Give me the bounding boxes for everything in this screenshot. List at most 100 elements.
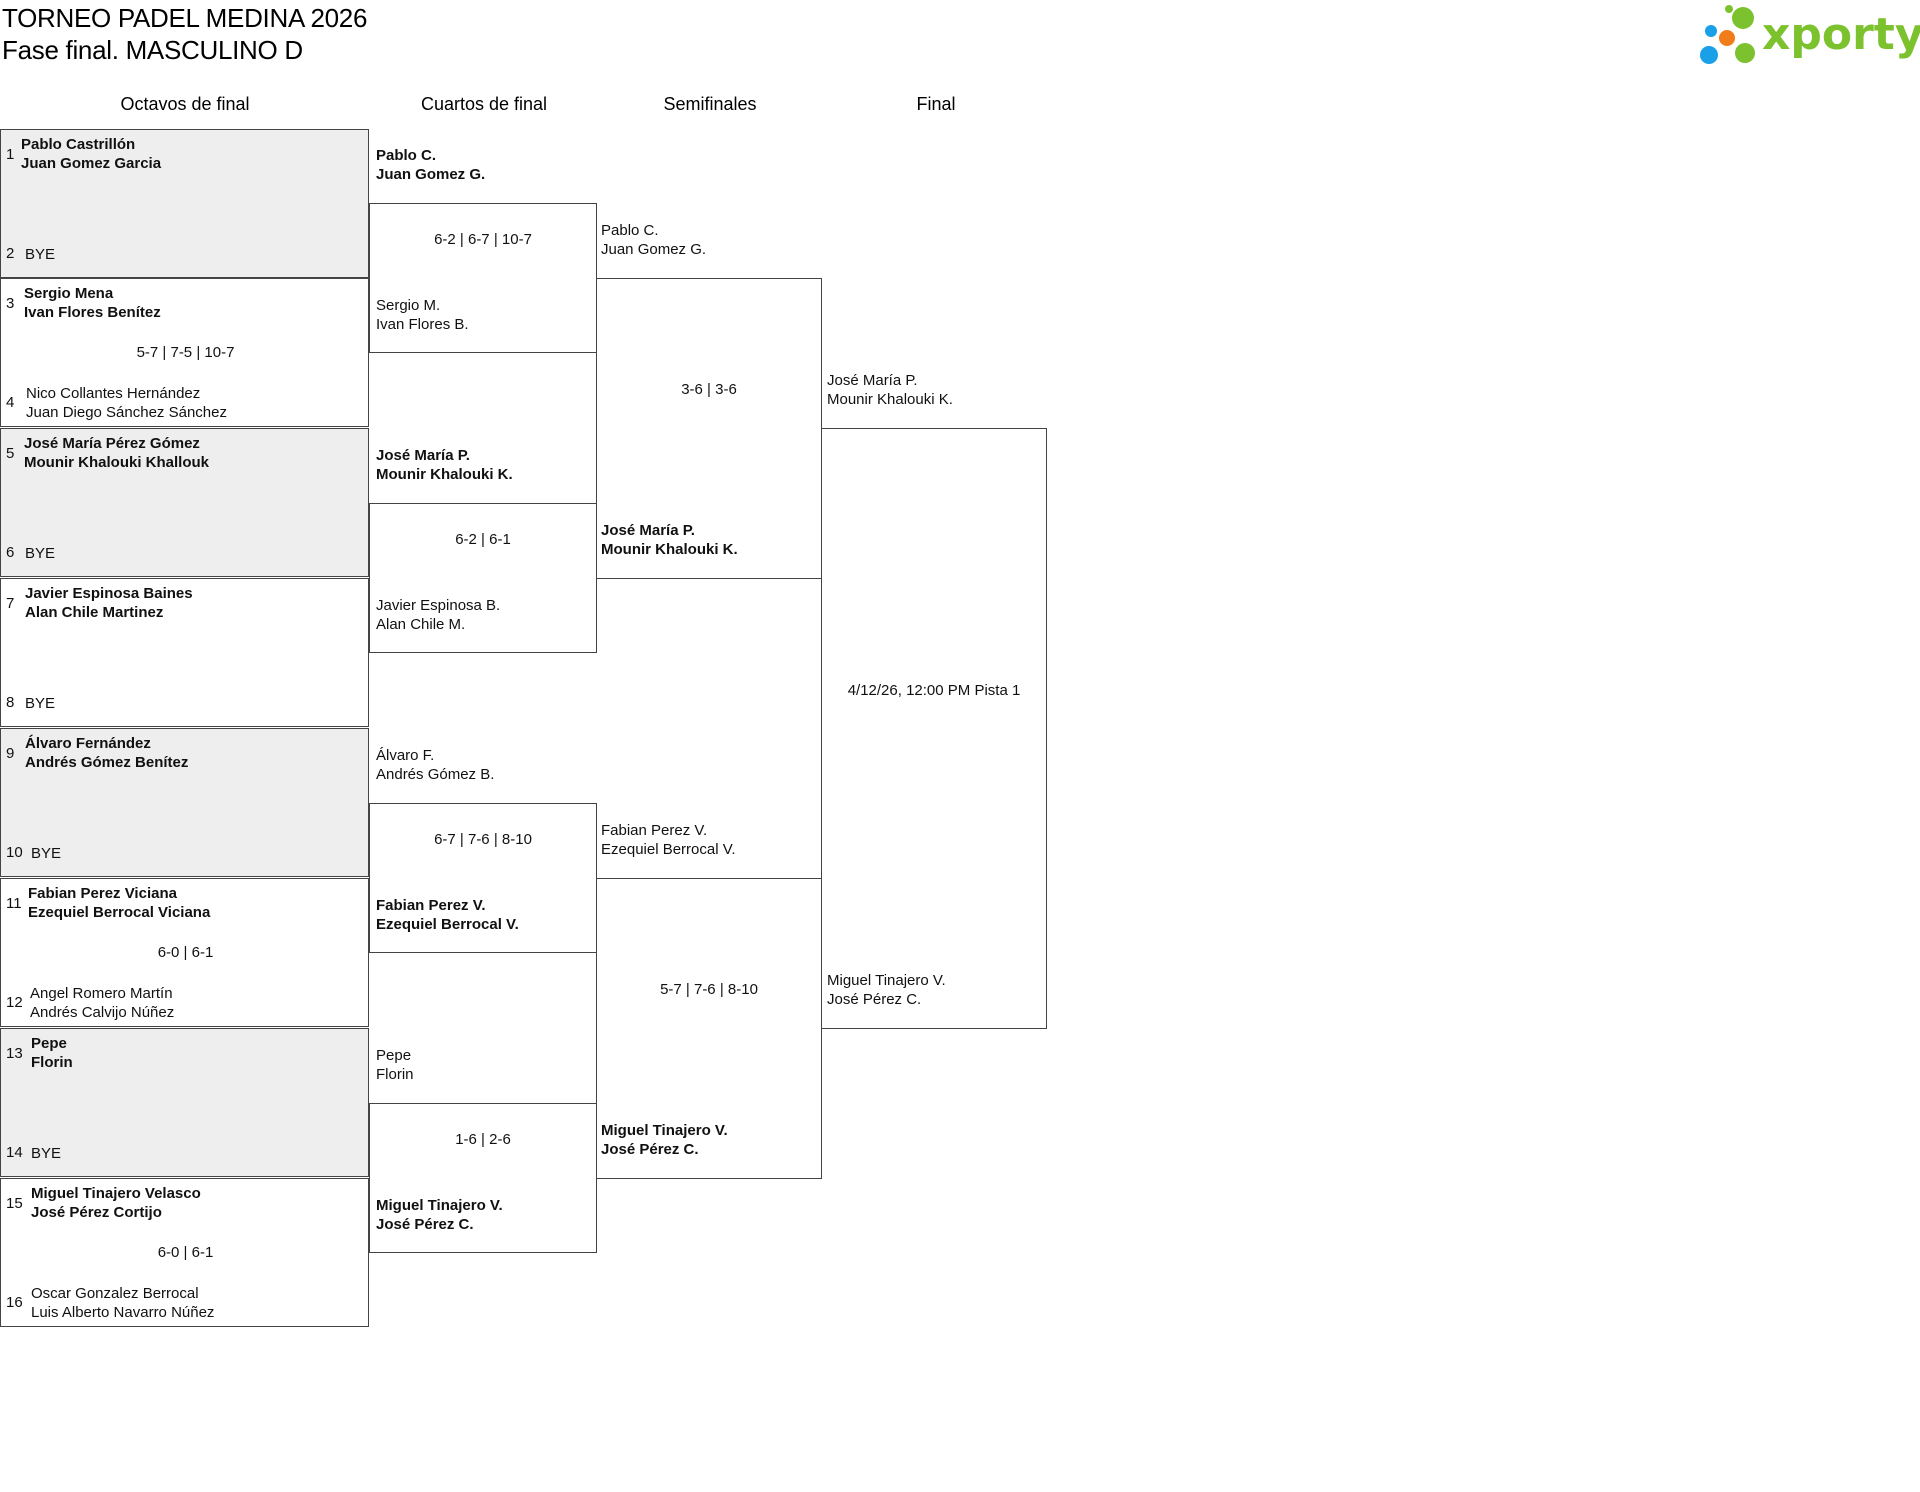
qf-score: 6-2 | 6-1 xyxy=(455,531,511,548)
qf-team-a: José María P. Mounir Khalouki K. xyxy=(376,446,513,484)
sf-bracket-box xyxy=(596,278,822,579)
player-name: BYE xyxy=(25,695,56,712)
player-name: Fabian Perez Viciana xyxy=(28,885,177,902)
team-b: Oscar Gonzalez Berrocal Luis Alberto Nav… xyxy=(31,1284,214,1322)
team-a: Pablo Castrillón Juan Gomez Garcia xyxy=(21,135,161,173)
seed-number: 13 xyxy=(6,1045,23,1062)
r16-match: 9 Álvaro Fernández Andrés Gómez Benítez … xyxy=(0,728,369,877)
player-name: Miguel Tinajero V. xyxy=(376,1197,503,1214)
team-a: Álvaro Fernández Andrés Gómez Benítez xyxy=(25,734,188,772)
logo-mark-icon: xporty xyxy=(1700,5,1920,64)
player-name: José Pérez C. xyxy=(376,1216,474,1233)
final-team-a: José María P. Mounir Khalouki K. xyxy=(827,371,953,409)
team-b: Angel Romero Martín Andrés Calvijo Núñez xyxy=(30,984,174,1022)
xporty-logo: xporty xyxy=(1695,5,1920,72)
r16-match: 3 Sergio Mena Ivan Flores Benítez 5-7 | … xyxy=(0,278,369,427)
team-b: BYE xyxy=(25,544,55,563)
team-a: Pepe Florin xyxy=(31,1034,73,1072)
player-name: José Pérez C. xyxy=(827,991,922,1008)
team-a: Sergio Mena Ivan Flores Benítez xyxy=(24,284,161,322)
seed-number: 8 xyxy=(6,694,15,711)
seed-number: 3 xyxy=(6,295,15,312)
r16-match: 11 Fabian Perez Viciana Ezequiel Berroca… xyxy=(0,878,369,1027)
seed-number: 4 xyxy=(6,394,15,411)
team-a: Miguel Tinajero Velasco José Pérez Corti… xyxy=(31,1184,201,1222)
player-name: Fabian Perez V. xyxy=(601,822,708,839)
player-name: Álvaro F. xyxy=(376,747,435,764)
player-name: Pablo C. xyxy=(601,222,659,239)
seed-number: 2 xyxy=(6,245,15,262)
player-name: José María Pérez Gómez xyxy=(24,435,200,452)
player-name: José María P. xyxy=(376,447,470,464)
sf-team-a: Fabian Perez V. Ezequiel Berrocal V. xyxy=(601,821,736,859)
player-name: Miguel Tinajero V. xyxy=(601,1122,728,1139)
player-name: Ezequiel Berrocal V. xyxy=(376,916,519,933)
player-name: Andrés Gómez Benítez xyxy=(25,754,189,771)
player-name: Mounir Khalouki K. xyxy=(601,541,738,558)
player-name: BYE xyxy=(25,246,56,263)
player-name: Pepe xyxy=(376,1047,412,1064)
player-name: Javier Espinosa B. xyxy=(376,597,501,614)
qf-bracket-box xyxy=(369,203,597,353)
seed-number: 11 xyxy=(6,895,22,912)
player-name: Pablo Castrillón xyxy=(21,136,136,153)
seed-number: 15 xyxy=(6,1195,23,1212)
player-name: Andrés Calvijo Núñez xyxy=(30,1004,175,1021)
player-name: Miguel Tinajero V. xyxy=(827,972,946,989)
team-b: BYE xyxy=(31,1144,61,1163)
sf-score: 5-7 | 7-6 | 8-10 xyxy=(660,981,758,998)
player-name: Oscar Gonzalez Berrocal xyxy=(31,1285,199,1302)
round-label-r16: Octavos de final xyxy=(120,94,250,114)
team-a: Fabian Perez Viciana Ezequiel Berrocal V… xyxy=(28,884,210,922)
svg-text:xporty: xporty xyxy=(1762,9,1920,60)
seed-number: 14 xyxy=(6,1144,23,1161)
player-name: Ivan Flores B. xyxy=(376,316,469,333)
qf-team-b: Javier Espinosa B. Alan Chile M. xyxy=(376,596,500,634)
round-label-final: Final xyxy=(916,94,956,114)
qf-team-a: Álvaro F. Andrés Gómez B. xyxy=(376,746,494,784)
sf-score: 3-6 | 3-6 xyxy=(681,381,737,398)
player-name: Ezequiel Berrocal Viciana xyxy=(28,904,211,921)
r16-match: 7 Javier Espinosa Baines Alan Chile Mart… xyxy=(0,578,369,727)
player-name: BYE xyxy=(31,845,62,862)
player-name: Juan Gomez G. xyxy=(376,166,486,183)
page-subtitle: Fase final. MASCULINO D xyxy=(2,35,303,65)
seed-number: 9 xyxy=(6,745,15,762)
r16-match: 5 José María Pérez Gómez Mounir Khalouki… xyxy=(0,428,369,577)
seed-number: 5 xyxy=(6,445,15,462)
player-name: Fabian Perez V. xyxy=(376,897,486,914)
player-name: José Pérez Cortijo xyxy=(31,1204,162,1221)
player-name: Juan Gomez Garcia xyxy=(21,155,162,172)
page-title: TORNEO PADEL MEDINA 2026 xyxy=(2,3,368,33)
final-info: 4/12/26, 12:00 PM Pista 1 xyxy=(847,682,1021,699)
player-name: Mounir Khalouki K. xyxy=(376,466,513,483)
r16-match: 13 Pepe Florin 14 BYE xyxy=(0,1028,369,1177)
player-name: Andrés Gómez B. xyxy=(376,766,495,783)
round-label-sf: Semifinales xyxy=(663,94,757,114)
qf-team-b: Fabian Perez V. Ezequiel Berrocal V. xyxy=(376,896,519,934)
player-name: BYE xyxy=(25,545,56,562)
player-name: Ezequiel Berrocal V. xyxy=(601,841,736,858)
qf-score: 1-6 | 2-6 xyxy=(455,1131,511,1148)
sf-team-b: Miguel Tinajero V. José Pérez C. xyxy=(601,1121,728,1159)
player-name: Pablo C. xyxy=(376,147,437,164)
player-name: Alan Chile M. xyxy=(376,616,466,633)
player-name: Sergio M. xyxy=(376,297,441,314)
player-name: Nico Collantes Hernández xyxy=(26,385,201,402)
player-name: Alan Chile Martinez xyxy=(25,604,164,621)
sf-bracket-box xyxy=(596,878,822,1179)
player-name: Luis Alberto Navarro Núñez xyxy=(31,1304,215,1321)
team-a: Javier Espinosa Baines Alan Chile Martin… xyxy=(25,584,193,622)
r16-match: 1 Pablo Castrillón Juan Gomez Garcia 2 B… xyxy=(0,129,369,278)
player-name: José Pérez C. xyxy=(601,1141,699,1158)
round-label-qf: Cuartos de final xyxy=(420,94,548,114)
sf-team-b: José María P. Mounir Khalouki K. xyxy=(601,521,738,559)
seed-number: 12 xyxy=(6,994,23,1011)
seed-number: 6 xyxy=(6,544,15,561)
qf-score: 6-7 | 7-6 | 8-10 xyxy=(434,831,532,848)
player-name: Angel Romero Martín xyxy=(30,985,173,1002)
player-name: José María P. xyxy=(827,372,918,389)
player-name: Javier Espinosa Baines xyxy=(25,585,193,602)
qf-team-a: Pablo C. Juan Gomez G. xyxy=(376,146,485,184)
player-name: Juan Diego Sánchez Sánchez xyxy=(26,404,227,421)
